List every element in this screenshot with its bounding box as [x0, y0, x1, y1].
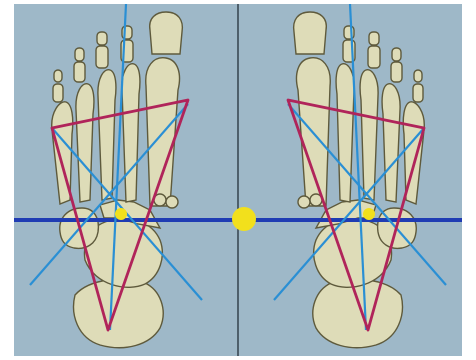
body-center-marker [232, 207, 256, 231]
left-foot-center-marker [115, 208, 127, 220]
right-foot-center-marker [363, 208, 375, 220]
